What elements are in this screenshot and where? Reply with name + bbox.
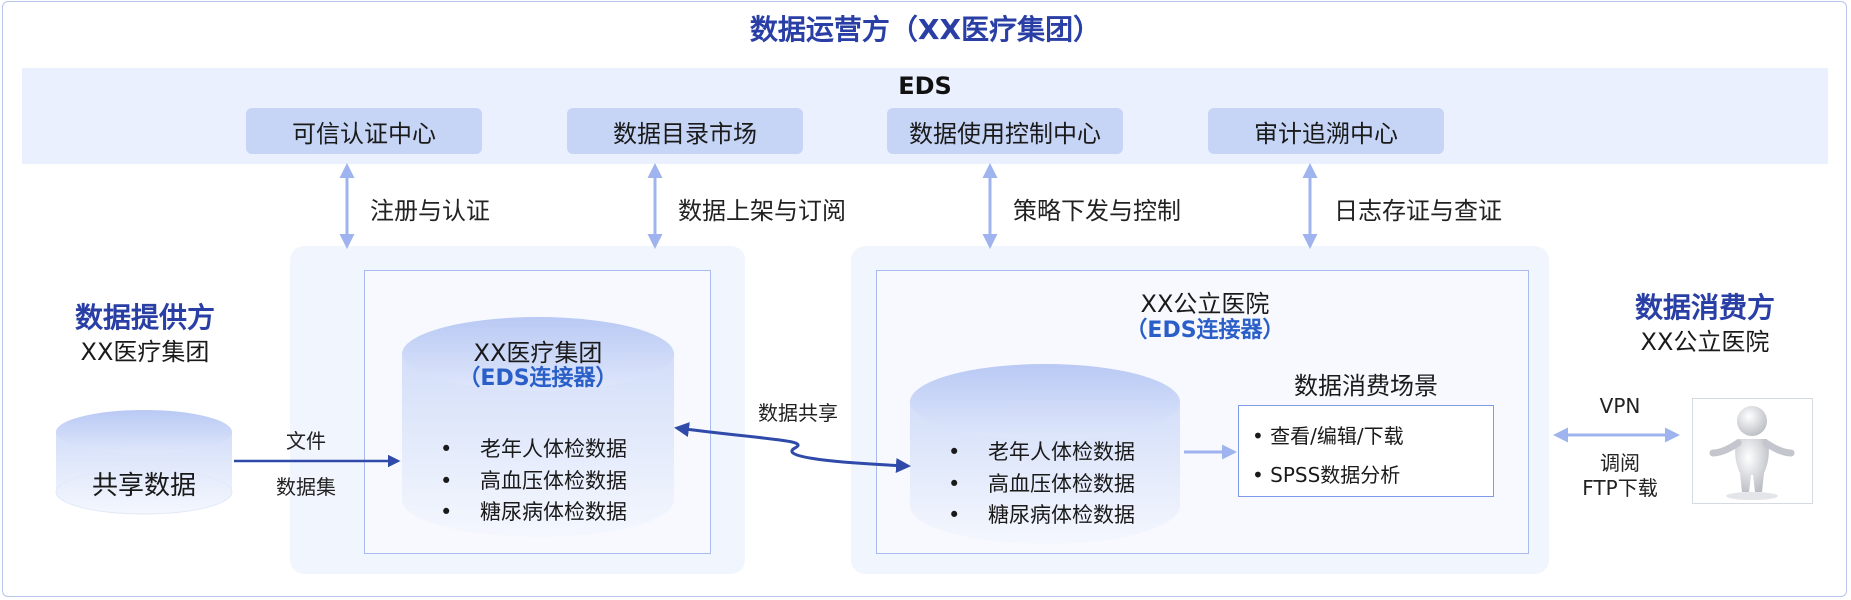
consumer-item-text: 高血压体检数据 [988,472,1135,496]
module-audit-trace-center: 审计追溯中心 [1208,108,1444,154]
module-data-catalog-market: 数据目录市场 [567,108,803,154]
provider-item: • 老年人体检数据 [440,433,627,463]
scene-item: • 查看/编辑/下载 [1252,424,1404,448]
consumer-db-cylinder [910,364,1180,544]
flow-label-register-auth: 注册与认证 [370,197,490,225]
access-label-ftp: FTP下载 [1582,476,1658,500]
consumer-item: • 糖尿病体检数据 [948,499,1135,529]
eds-title: EDS [898,72,952,100]
link-label-dataset: 数据集 [276,475,336,499]
shared-data-cylinder [55,410,233,515]
page-title: 数据运营方（XX医疗集团） [749,13,1102,46]
module-trusted-auth-center: 可信认证中心 [246,108,482,154]
user-figure-icon [1709,406,1795,500]
flow-label-log-evidence: 日志存证与查证 [1334,197,1502,225]
provider-item: • 高血压体检数据 [440,465,627,495]
arrow-data-sharing [674,422,911,473]
consumption-scene-title: 数据消费场景 [1294,372,1438,400]
provider-name: XX医疗集团 [80,338,210,366]
module-data-usage-control-center: 数据使用控制中心 [887,108,1123,154]
bullet-dot: • [440,500,453,524]
bullet-dot: • [948,440,961,464]
consumer-item: • 老年人体检数据 [948,436,1135,466]
link-label-file: 文件 [286,429,326,453]
flow-label-policy-control: 策略下发与控制 [1013,197,1181,225]
consumer-item-text: 糖尿病体检数据 [988,503,1135,527]
consumer-heading: 数据消费方 [1634,291,1775,324]
provider-item-text: 老年人体检数据 [480,437,627,461]
consumer-connector-sub: （EDS连接器） [1125,318,1285,343]
provider-item: • 糖尿病体检数据 [440,496,627,526]
scene-item: • SPSS数据分析 [1252,463,1401,487]
provider-item-text: 糖尿病体检数据 [480,500,627,524]
access-label-view: 调阅 [1600,451,1640,475]
shared-data-label: 共享数据 [91,471,196,501]
provider-connector-sub: （EDS连接器） [458,366,618,391]
consumer-connector-name: XX公立医院 [1140,290,1270,318]
user-figure-box [1692,398,1813,504]
vpn-label: VPN [1599,394,1641,418]
provider-connector-name: XX医疗集团 [473,339,603,367]
bullet-dot: • [440,437,453,461]
provider-item-text: 高血压体检数据 [480,469,627,493]
provider-db-cylinder [402,317,674,537]
consumer-name: XX公立医院 [1640,328,1770,356]
data-sharing-label: 数据共享 [758,401,838,425]
bullet-dot: • [948,503,961,527]
bullet-dot: • [440,469,453,493]
bullet-dot: • [948,472,961,496]
consumption-scene-box [1238,405,1494,497]
consumer-item: • 高血压体检数据 [948,468,1135,498]
consumer-item-text: 老年人体检数据 [988,440,1135,464]
flow-label-listing-subscribe: 数据上架与订阅 [678,197,846,225]
provider-heading: 数据提供方 [74,301,215,334]
